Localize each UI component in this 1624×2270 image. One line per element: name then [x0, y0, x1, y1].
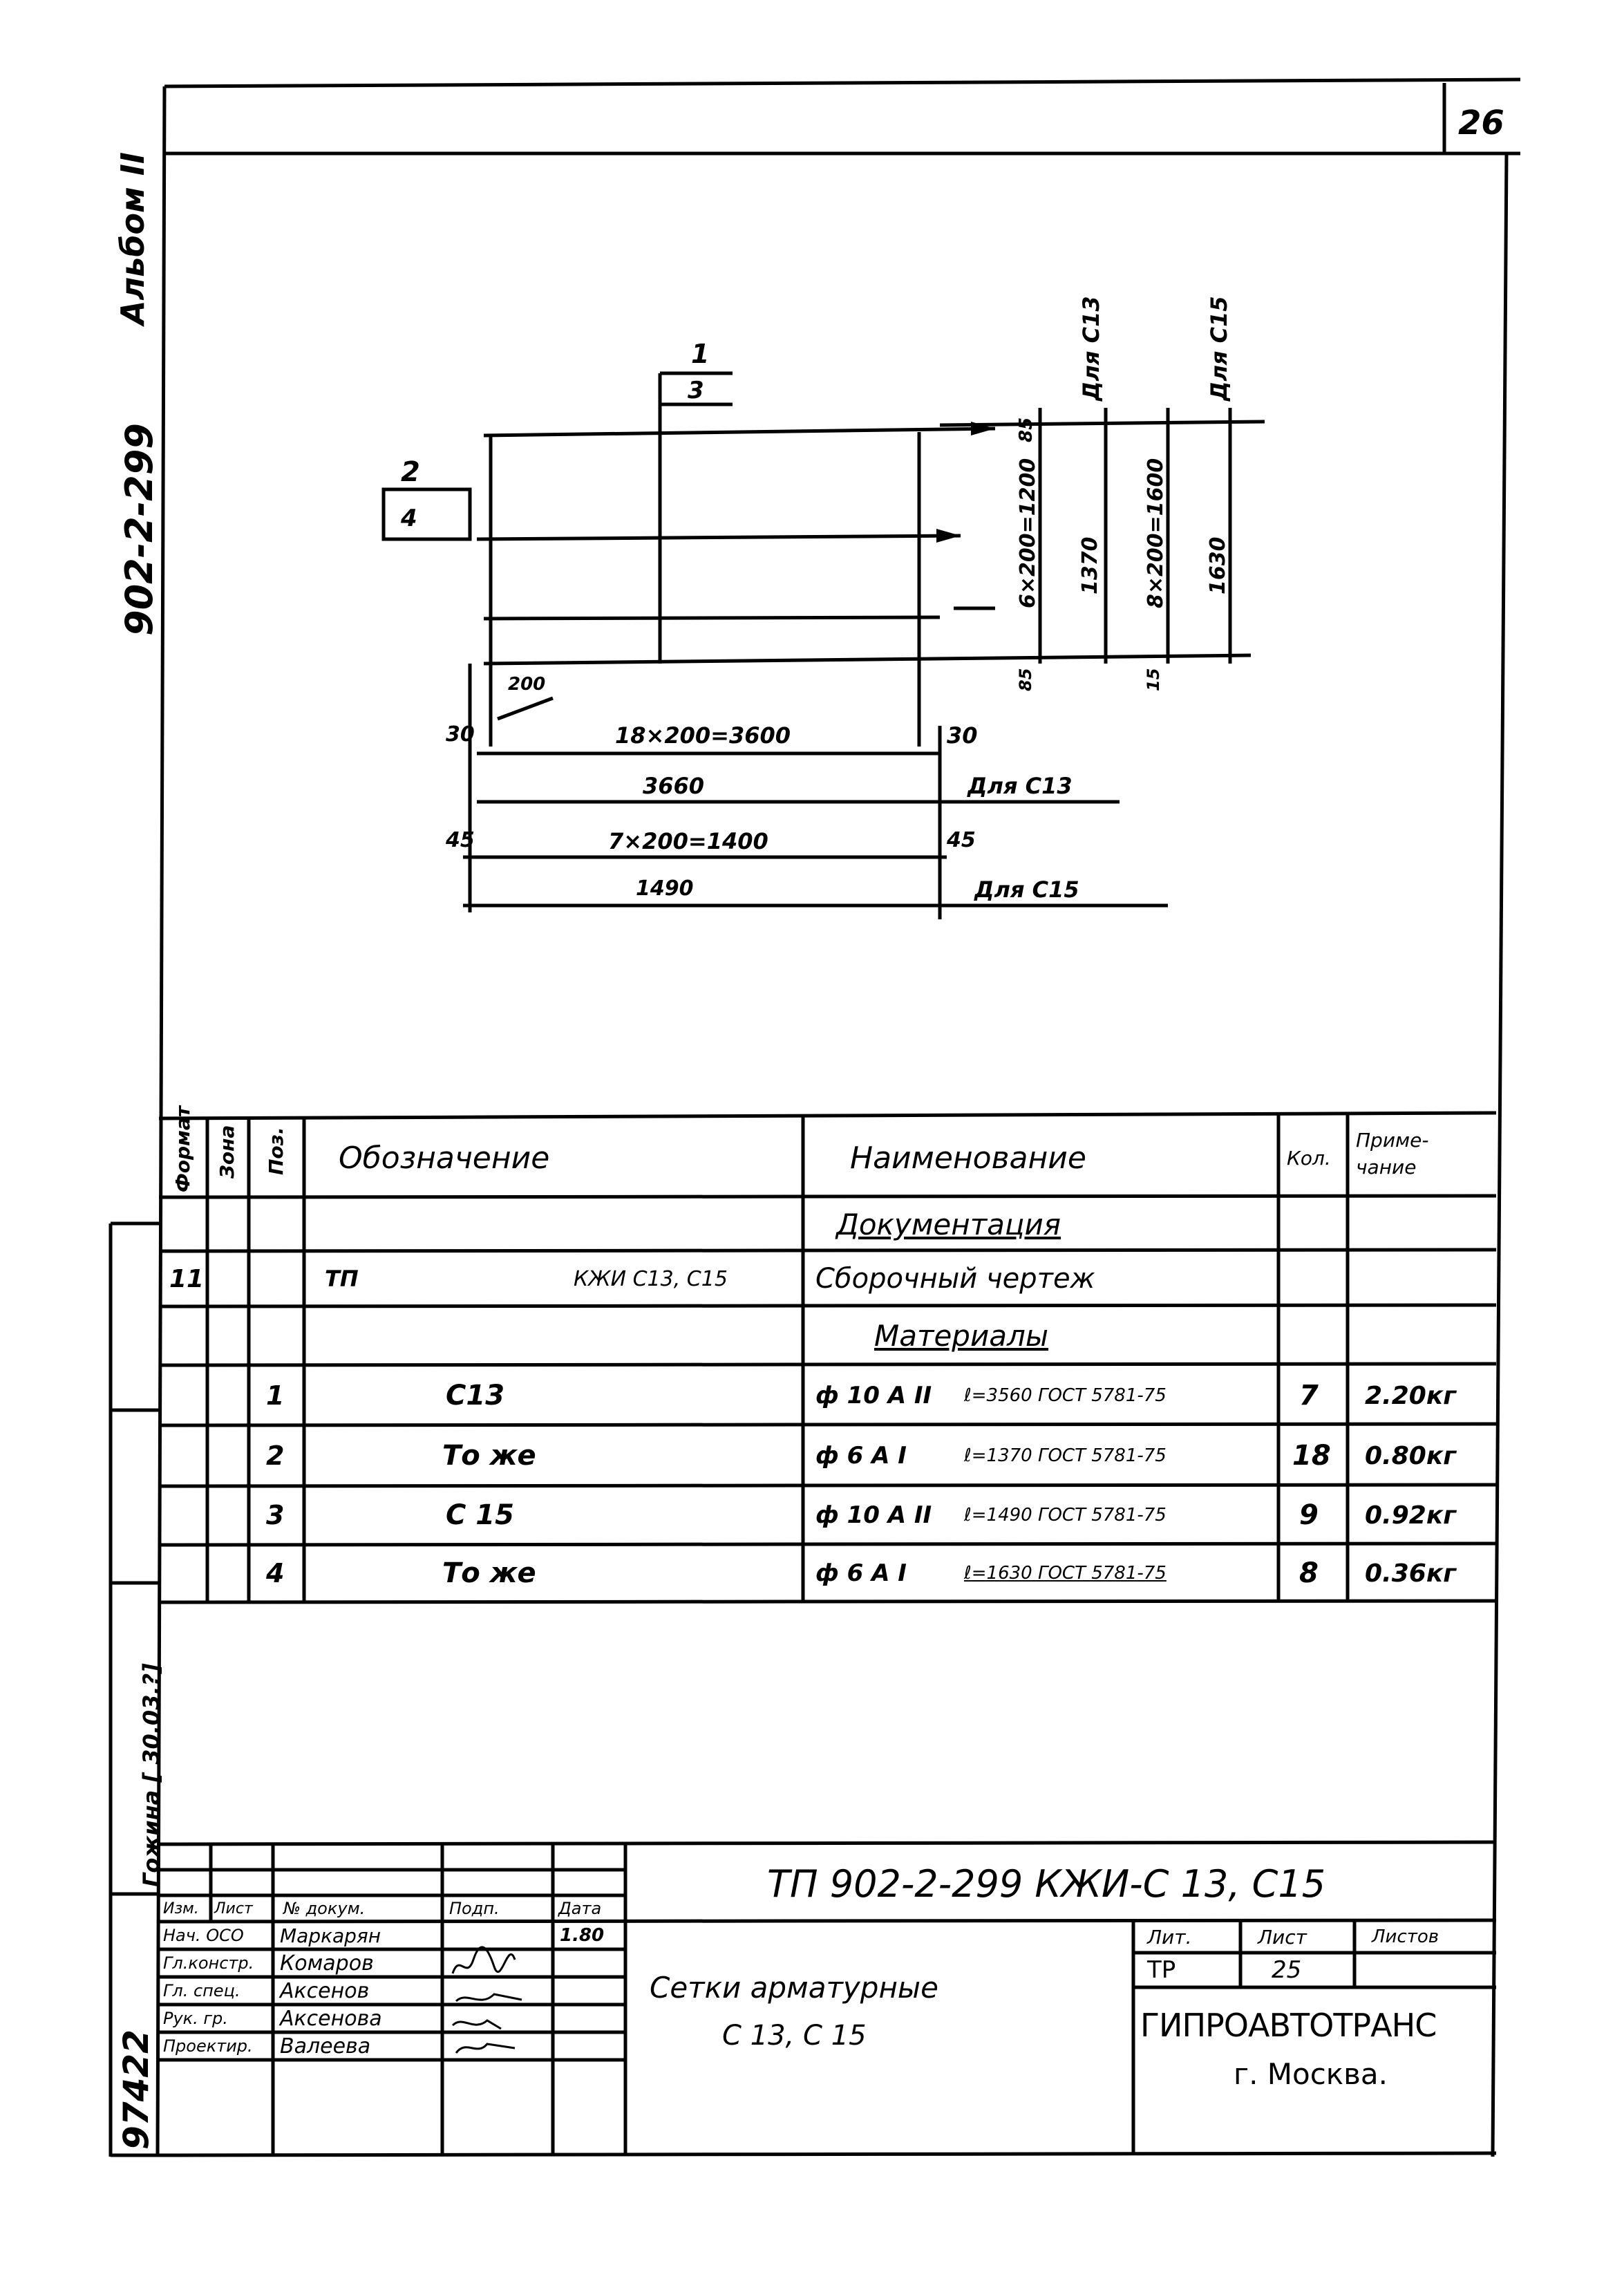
dim-85-bottom: 85 [1016, 668, 1035, 691]
row-name-b: ℓ=1630 ГОСТ 5781-75 [964, 1563, 1167, 1584]
doc-title-line-2: С 13, С 15 [722, 2020, 867, 2052]
doc-title-line-1: Сетки арматурные [650, 1970, 938, 2005]
signatory-name: Аксенова [280, 2006, 382, 2031]
callout-2: 2 [401, 456, 420, 488]
col-ndoc: № докум. [283, 1899, 366, 1918]
col-izm: Изм. [163, 1900, 199, 1917]
signatory-role: Гл.констр. [163, 1953, 254, 1973]
row-name-b: ℓ=1490 ГОСТ 5781-75 [964, 1505, 1167, 1526]
col-sign: Подп. [449, 1899, 500, 1918]
row-qty: 8 [1299, 1557, 1319, 1589]
callout-4: 4 [401, 505, 417, 532]
signatory-name: Аксенов [280, 1978, 370, 2003]
row-designation: То же [442, 1440, 536, 1472]
lit-value: ТР [1147, 1956, 1176, 1984]
doc-row-format: 11 [169, 1264, 205, 1293]
row-designation: С13 [446, 1380, 505, 1411]
header-zone: Зона [216, 1125, 238, 1179]
signatory-date: 1.80 [560, 1925, 605, 1946]
signatory-role: Гл. спец. [163, 1981, 240, 2000]
dim-left-45: 45 [446, 828, 475, 852]
organization-name: ГИПРОАВТОТРАНС [1140, 2007, 1437, 2044]
signatory-role: Нач. ОСО [163, 1926, 244, 1945]
dim-15: 15 [1144, 668, 1163, 691]
inventory-number: 97422 [116, 2029, 156, 2150]
dim-for-c13-horizontal: Для С13 [967, 773, 1073, 799]
col-date: Дата [558, 1899, 602, 1918]
sheet-value: 25 [1272, 1956, 1302, 1984]
row-pos: 3 [266, 1500, 285, 1530]
doc-row-designation-left: ТП [325, 1266, 359, 1292]
signatory-name: Комаров [280, 1951, 374, 1976]
header-format: Формат [171, 1105, 194, 1192]
dim-1490: 1490 [636, 876, 694, 901]
dim-85-top: 85 [1016, 417, 1037, 442]
row-designation: С 15 [446, 1499, 514, 1531]
dim-18x200: 18×200=3600 [615, 722, 791, 749]
header-name: Наименование [850, 1140, 1086, 1176]
header-designation: Обозначение [339, 1140, 550, 1176]
dim-7x200: 7×200=1400 [608, 828, 768, 854]
row-name-b: ℓ=3560 ГОСТ 5781-75 [964, 1385, 1167, 1406]
callout-3: 3 [688, 377, 704, 404]
side-stamp: Гожина [ 30.03.?] [138, 1663, 164, 1887]
row-name-a: ф 10 А ІІ [815, 1501, 932, 1529]
row-pos: 2 [266, 1441, 285, 1471]
row-designation: То же [442, 1557, 536, 1589]
row-name-a: ф 6 А І [815, 1559, 907, 1587]
callout-1: 1 [691, 339, 710, 369]
row-pos: 4 [266, 1558, 285, 1588]
document-code: ТП 902-2-299 КЖИ-С 13, С15 [767, 1861, 1326, 1906]
col-list: Лист [214, 1900, 253, 1917]
dim-left-30: 30 [446, 722, 475, 747]
lit-label: Лит. [1147, 1925, 1192, 1949]
row-name-b: ℓ=1370 ГОСТ 5781-75 [964, 1445, 1167, 1466]
signatory-role: Рук. гр. [163, 2009, 228, 2028]
row-note: 0.36кг [1365, 1559, 1457, 1588]
dim-6x200: 6×200=1200 [1016, 458, 1040, 608]
row-note: 0.92кг [1365, 1501, 1457, 1530]
section-materials: Материалы [874, 1318, 1048, 1353]
row-note: 0.80кг [1365, 1441, 1457, 1470]
dim-for-c13-vertical: Для С13 [1078, 296, 1104, 401]
dim-right-30: 30 [947, 722, 978, 749]
side-project-code: 902-2-299 [117, 423, 161, 636]
signatures [451, 1946, 522, 2054]
organization-city: г. Москва. [1234, 2056, 1388, 2091]
sheet-number: 26 [1458, 104, 1504, 142]
signatory-name: Валеева [280, 2034, 371, 2058]
signatory-role: Проектир. [163, 2036, 253, 2056]
section-documentation: Документация [836, 1207, 1061, 1241]
dim-right-45: 45 [947, 828, 976, 852]
row-pos: 1 [266, 1380, 285, 1411]
dim-1370: 1370 [1078, 536, 1102, 595]
signatory-name: Маркарян [280, 1924, 381, 1947]
sheets-label: Листов [1372, 1926, 1439, 1947]
row-qty: 9 [1299, 1499, 1319, 1531]
doc-row-designation-right: КЖИ С13, С15 [574, 1266, 728, 1291]
dim-for-c15-vertical: Для С15 [1206, 296, 1232, 401]
row-qty: 7 [1299, 1380, 1319, 1411]
dim-200: 200 [508, 674, 546, 695]
dim-1630: 1630 [1206, 536, 1230, 595]
sheet-label: Лист [1258, 1925, 1307, 1949]
row-note: 2.20кг [1365, 1381, 1457, 1410]
dim-3660: 3660 [643, 773, 705, 799]
header-pos: Поз. [265, 1127, 287, 1175]
row-name-a: ф 6 А І [815, 1442, 907, 1470]
doc-row-name: Сборочный чертеж [815, 1263, 1095, 1295]
row-qty: 18 [1292, 1440, 1331, 1472]
arrow-head [971, 422, 995, 435]
header-note: Приме-чание [1356, 1129, 1429, 1179]
dim-for-c15-horizontal: Для С15 [974, 876, 1079, 903]
row-name-a: ф 10 А ІІ [815, 1382, 932, 1409]
dim-8x200: 8×200=1600 [1144, 458, 1168, 608]
header-qty: Кол. [1287, 1146, 1331, 1170]
side-album: Альбом II [114, 152, 151, 325]
